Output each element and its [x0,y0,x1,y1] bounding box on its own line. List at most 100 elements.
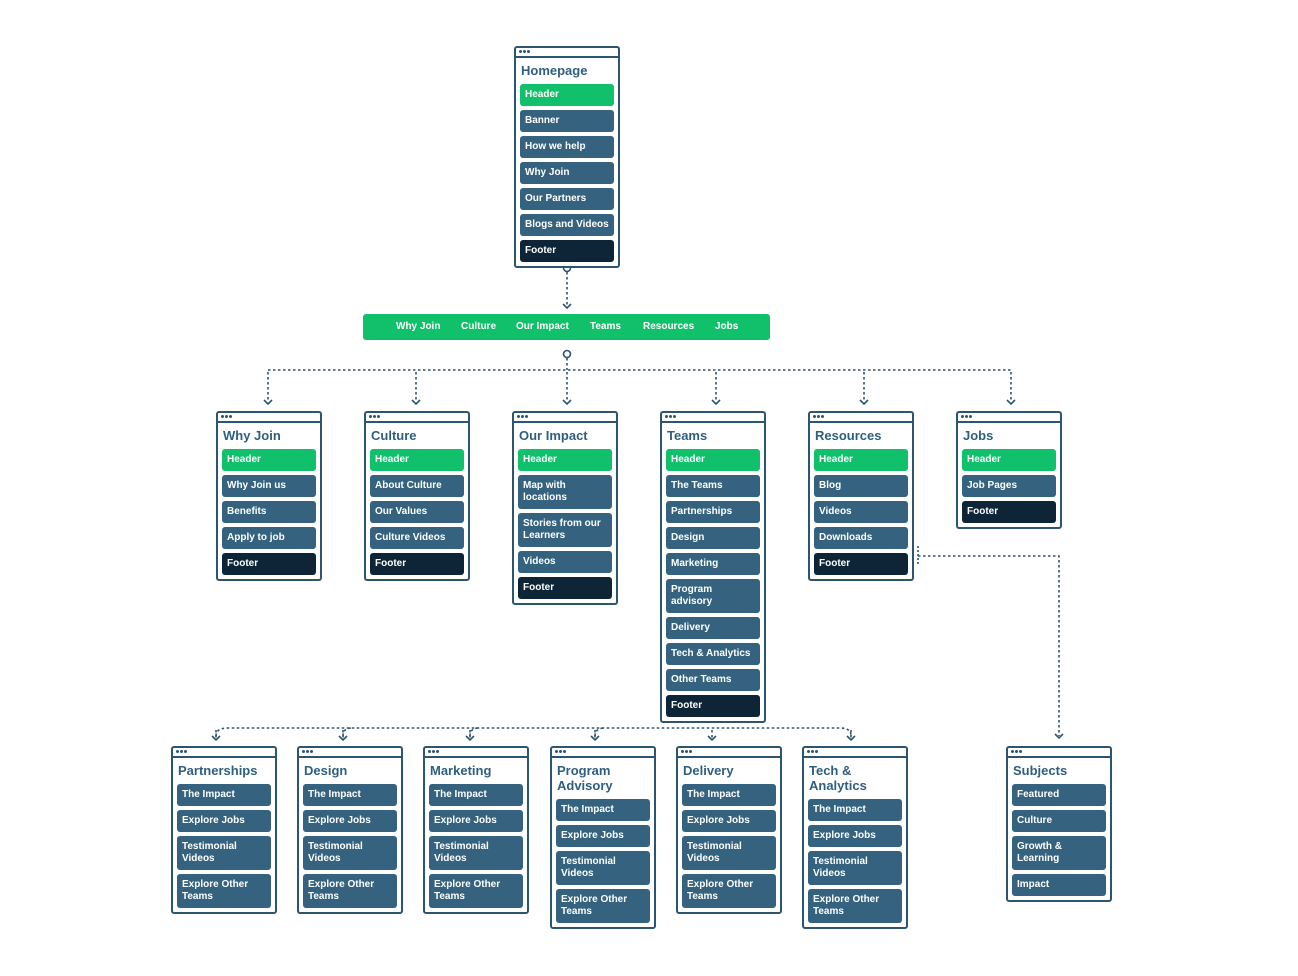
section-block-testimonial-videos: Testimonial Videos [682,836,776,870]
section-block-explore-other-teams: Explore Other Teams [682,874,776,908]
section-block-growth-and-learning: Growth & Learning [1012,836,1106,870]
section-block-why-join-us: Why Join us [222,475,316,497]
section-block-header: Header [520,84,614,106]
section-block-impact: Impact [1012,874,1106,896]
section-block-job-pages: Job Pages [962,475,1056,497]
card-title: Our Impact [519,428,588,443]
arrow-down-icon [590,735,600,742]
section-block-why-join: Why Join [520,162,614,184]
card-title: Tech & Analytics [809,763,867,793]
section-block-explore-other-teams: Explore Other Teams [429,874,523,908]
section-block-explore-jobs: Explore Jobs [556,825,650,847]
arrow-down-icon [1006,399,1016,406]
section-block-featured: Featured [1012,784,1106,806]
window-dots-icon [514,413,616,423]
link-teams-branch [215,727,852,737]
card-title: Culture [371,428,417,443]
section-block-explore-other-teams: Explore Other Teams [303,874,397,908]
card-title: Jobs [963,428,994,443]
section-block-design: Design [666,527,760,549]
arrow-down-icon [859,399,869,406]
section-block-our-partners: Our Partners [520,188,614,210]
section-block-footer: Footer [814,553,908,575]
arrow-down-icon [411,399,421,406]
window-dots-icon [173,748,275,758]
card-title: Marketing [430,763,492,778]
card-title: Delivery [683,763,734,778]
section-block-tech-and-analytics: Tech & Analytics [666,643,760,665]
arrow-down-icon [846,735,856,742]
section-block-the-impact: The Impact [808,799,902,821]
nav-item-teams: Teams [590,321,621,332]
section-block-header: Header [814,449,908,471]
window-dots-icon [804,748,906,758]
card-title: Resources [815,428,882,443]
arrow-down-icon [711,399,721,406]
section-block-testimonial-videos: Testimonial Videos [303,836,397,870]
nav-item-resources: Resources [643,321,695,332]
arrow-down-icon [562,399,572,406]
section-block-testimonial-videos: Testimonial Videos [429,836,523,870]
window-dots-icon [218,413,320,423]
section-block-banner: Banner [520,110,614,132]
section-block-explore-jobs: Explore Jobs [303,810,397,832]
window-dots-icon [1008,748,1110,758]
card-title: Why Join [223,428,281,443]
section-block-explore-other-teams: Explore Other Teams [556,889,650,923]
section-block-explore-jobs: Explore Jobs [682,810,776,832]
section-block-marketing: Marketing [666,553,760,575]
section-block-header: Header [222,449,316,471]
link-teams-curve [342,727,353,737]
card-title: Teams [667,428,708,443]
section-block-explore-other-teams: Explore Other Teams [177,874,271,908]
section-block-videos: Videos [518,551,612,573]
card-title: Homepage [521,63,588,78]
section-block-footer: Footer [518,577,612,599]
nav-item-culture: Culture [461,321,496,332]
section-block-header: Header [666,449,760,471]
section-block-the-impact: The Impact [177,784,271,806]
arrow-down-icon [338,735,348,742]
section-block-partnerships: Partnerships [666,501,760,523]
arrow-down-icon [465,735,475,742]
window-dots-icon [958,413,1060,423]
window-dots-icon [678,748,780,758]
section-block-footer: Footer [962,501,1056,523]
section-block-program-advisory: Program advisory [666,579,760,613]
section-block-footer: Footer [222,553,316,575]
arrow-down-icon [707,735,717,742]
section-block-other-teams: Other Teams [666,669,760,691]
section-block-testimonial-videos: Testimonial Videos [556,851,650,885]
section-block-explore-other-teams: Explore Other Teams [808,889,902,923]
section-block-the-impact: The Impact [682,784,776,806]
section-block-culture: Culture [1012,810,1106,832]
window-dots-icon [810,413,912,423]
section-block-the-impact: The Impact [556,799,650,821]
section-block-explore-jobs: Explore Jobs [177,810,271,832]
section-block-the-teams: The Teams [666,475,760,497]
window-dots-icon [366,413,468,423]
section-block-testimonial-videos: Testimonial Videos [177,836,271,870]
arrow-down-icon [263,399,273,406]
window-dots-icon [662,413,764,423]
section-block-blog: Blog [814,475,908,497]
nav-item-jobs: Jobs [715,321,739,332]
arrow-down-icon [1054,733,1064,740]
link-teams-curve [594,727,606,737]
link-teams-curve [469,727,480,737]
section-block-footer: Footer [370,553,464,575]
section-block-videos: Videos [814,501,908,523]
